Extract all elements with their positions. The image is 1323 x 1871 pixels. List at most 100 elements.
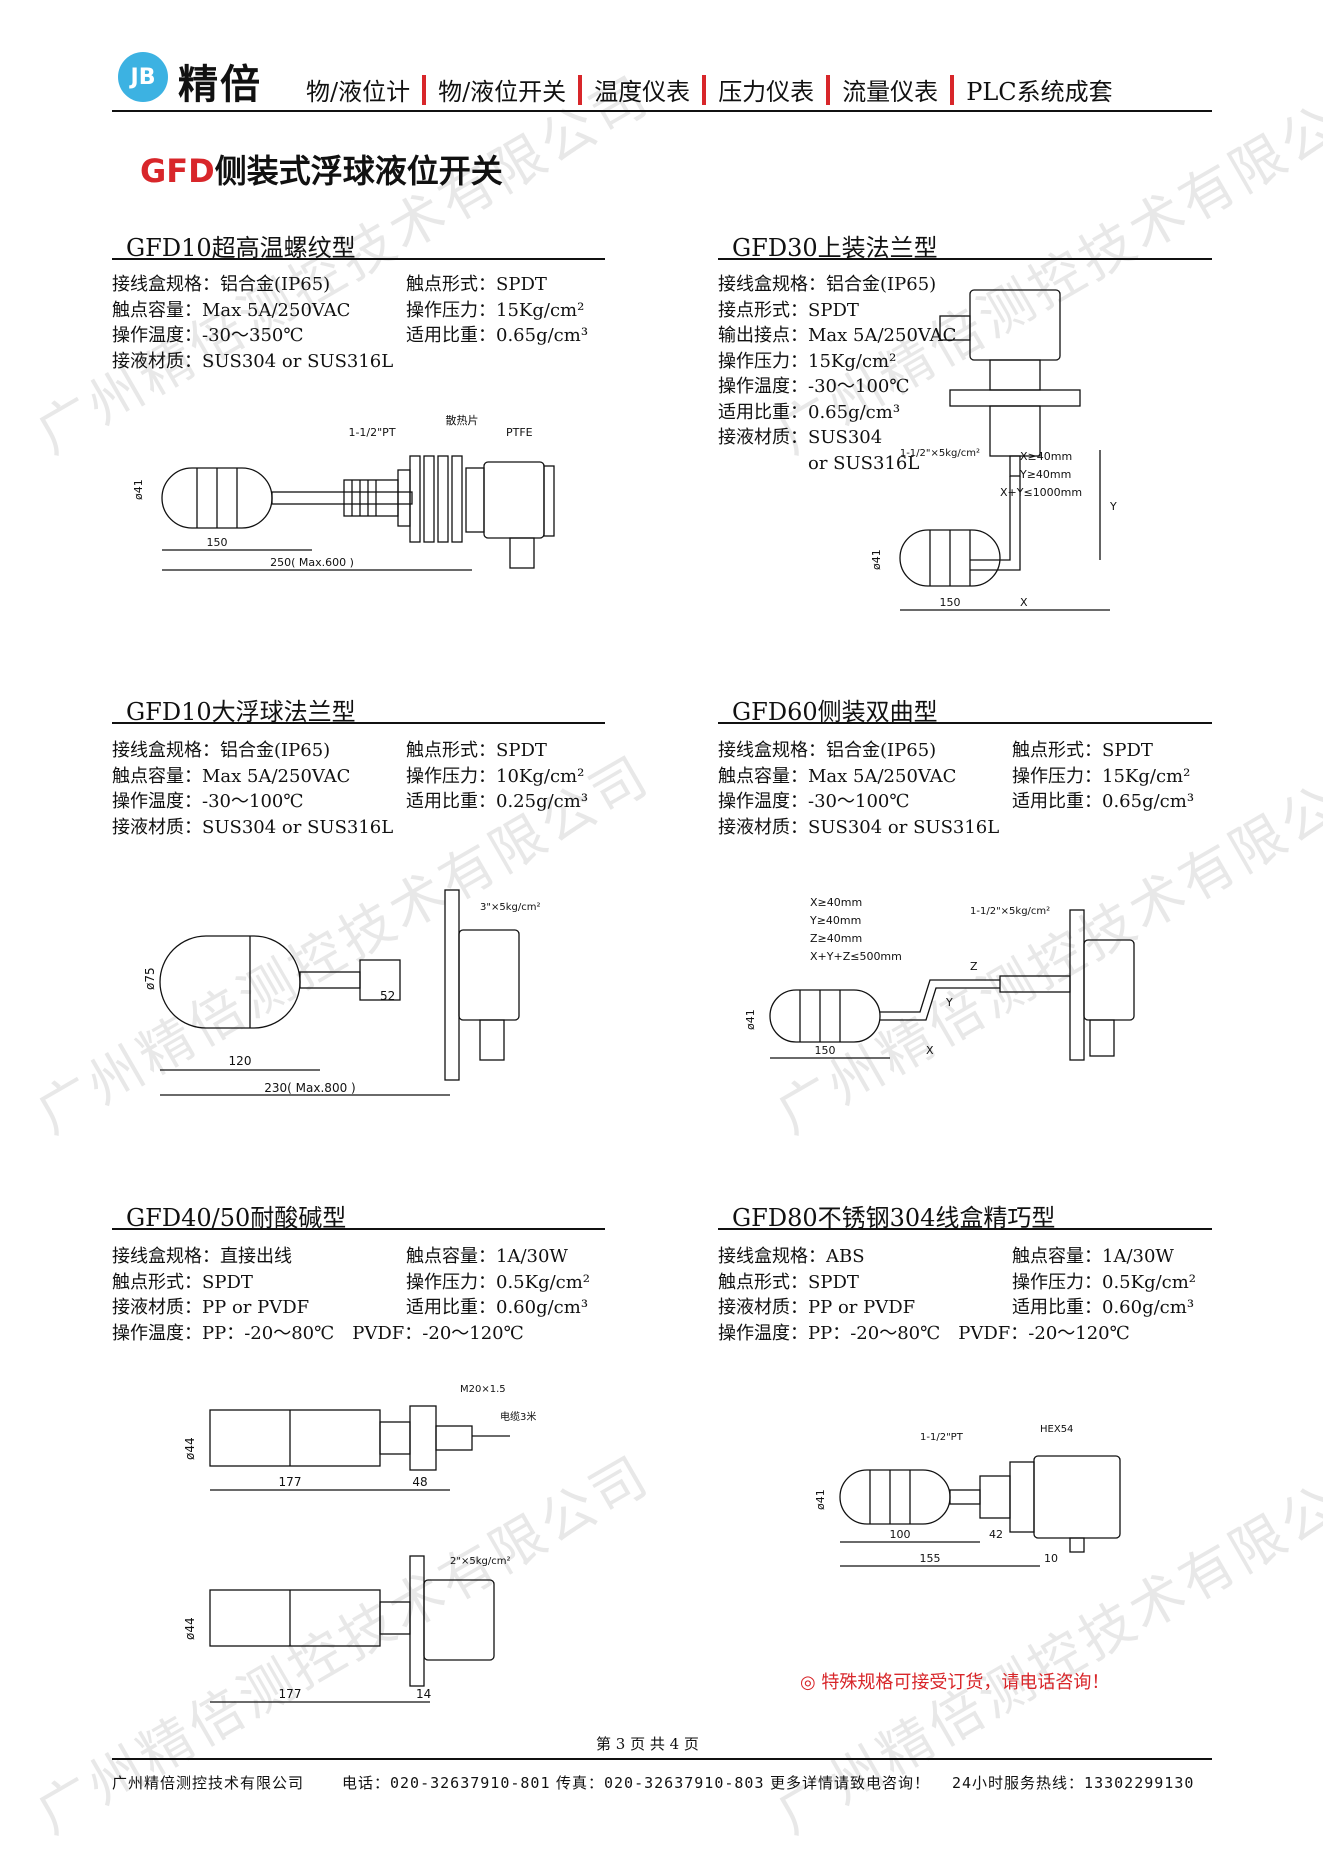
dim-label: ø41 <box>814 1489 827 1510</box>
float-rod <box>271 491 413 505</box>
page-title: GFD侧装式浮球液位开关 <box>140 146 503 192</box>
constraint-label: X+Y+Z≤500mm <box>810 950 902 963</box>
heat-sink-fin <box>409 455 421 543</box>
spec-row: 触点形式：SPDT <box>406 274 547 295</box>
nav-item: 压力仪表 <box>718 78 815 106</box>
spec-row: 操作温度：-30～100℃ <box>718 791 910 812</box>
spec-row: 接液材质：SUS304 or SUS316L <box>112 816 394 838</box>
nav-item: 温度仪表 <box>594 78 691 106</box>
spec-row: 适用比重：0.60g/cm³ <box>1012 1297 1195 1318</box>
page-title-prefix: GFD <box>140 152 215 190</box>
constraint-label: Y≥40mm <box>809 914 861 927</box>
callout-label: 1-1/2"PT <box>920 1432 964 1443</box>
dim-label: 52 <box>380 989 395 1003</box>
spec-row: 操作温度：PP：-20～80℃ PVDF：-20～120℃ <box>112 1322 524 1344</box>
dim-label: ø75 <box>143 967 157 990</box>
spec-row: 接线盒规格：铝合金(IP65) <box>112 274 331 295</box>
spec-list: 触点形式：SPDT 操作压力：10Kg/cm² 适用比重：0.25g/cm³ <box>406 738 588 815</box>
dim-label: X <box>1020 596 1028 609</box>
heat-sink-fin <box>423 455 435 543</box>
constraint-label: X+Y≤1000mm <box>1000 486 1082 499</box>
spec-row: 操作温度：-30～100℃ <box>718 376 910 397</box>
spec-row: 操作压力：15Kg/cm² <box>406 299 585 321</box>
callout-label: 2"×5kg/cm² <box>450 1556 510 1567</box>
cable-gland <box>1089 1019 1115 1057</box>
spec-row: 操作温度：-30～350℃ <box>112 325 304 346</box>
junction-box <box>969 289 1061 361</box>
spec-row: 触点形式：SPDT <box>406 740 547 761</box>
spec-row: 接液材质：PP or PVDF <box>718 1297 916 1318</box>
section-title: GFD10超高温螺纹型 <box>126 234 356 262</box>
dim-label: ø44 <box>183 1437 197 1460</box>
spec-row: 接线盒规格：铝合金(IP65) <box>112 740 331 761</box>
nav-separator <box>702 74 707 105</box>
spec-row: 触点容量：Max 5A/250VAC <box>112 765 351 787</box>
callout-label: 电缆3米 <box>500 1410 536 1423</box>
spec-list: 接线盒规格：铝合金(IP65) 触点容量：Max 5A/250VAC 操作温度：… <box>112 272 393 374</box>
cable-gland <box>509 537 535 569</box>
dim-label: X <box>926 1044 934 1057</box>
spec-row: 触点形式：SPDT <box>112 1271 253 1293</box>
spec-list: 接线盒规格：铝合金(IP65) 触点容量：Max 5A/250VAC 操作温度：… <box>718 738 999 840</box>
dim-label: 230( Max.800 ) <box>264 1081 355 1095</box>
dim-label: ø41 <box>870 549 883 570</box>
page-title-text: 侧装式浮球液位开关 <box>214 152 503 190</box>
callout-label: PTFE <box>506 426 533 439</box>
section-rule <box>112 258 605 260</box>
spec-list: 接线盒规格：铝合金(IP65) 触点容量：Max 5A/250VAC 操作温度：… <box>112 738 393 840</box>
nav-item: PLC系统成套 <box>966 78 1113 106</box>
spec-row: 接线盒规格：直接出线 <box>112 1246 292 1267</box>
dim-label: 10 <box>1044 1552 1058 1565</box>
nav-separator <box>422 74 427 105</box>
spec-row: 输出接点：Max 5A/250VAC <box>718 325 957 346</box>
junction-box <box>1033 1455 1121 1539</box>
cable-gland <box>939 315 971 341</box>
callout-label: 1-1/2"×5kg/cm² <box>970 906 1050 917</box>
heat-sink-fin <box>451 455 463 543</box>
spec-row: 操作压力：0.5Kg/cm² <box>1012 1271 1197 1293</box>
junction-box <box>423 1579 495 1661</box>
spec-list: 接线盒规格：直接出线 触点形式：SPDT 接液材质：PP or PVDF 操作温… <box>112 1244 524 1346</box>
page-number: 第 3 页 共 4 页 <box>596 1735 699 1753</box>
footer-fax: 传真：020-32637910-803 <box>556 1774 765 1792</box>
footer-company: 广州精倍测控技术有限公司 <box>112 1774 305 1792</box>
spec-row: 适用比重：0.65g/cm³ <box>1012 791 1195 812</box>
constraint-label: X≥40mm <box>810 896 862 909</box>
dim-label: Y <box>1109 500 1117 513</box>
dim-label: ø41 <box>744 1009 757 1030</box>
spec-list: 接线盒规格：ABS 触点形式：SPDT 接液材质：PP or PVDF 操作温度… <box>718 1244 1130 1346</box>
nav-item: 物/液位计 <box>306 78 411 106</box>
spec-list: 触点形式：SPDT 操作压力：15Kg/cm² 适用比重：0.65g/cm³ <box>1012 738 1194 815</box>
callout-label: 3"×5kg/cm² <box>480 902 540 913</box>
dim-label: 250( Max.600 ) <box>270 556 354 569</box>
spec-row: 触点形式：SPDT <box>1012 740 1153 761</box>
spec-row: 接线盒规格：ABS <box>718 1246 865 1267</box>
spec-row: or SUS316L <box>718 452 920 474</box>
dim-label: Z <box>970 960 978 973</box>
section-title: GFD40/50耐酸碱型 <box>126 1204 347 1232</box>
spec-list: 触点容量：1A/30W 操作压力：0.5Kg/cm² 适用比重：0.60g/cm… <box>1012 1244 1196 1321</box>
spec-row: 适用比重：0.60g/cm³ <box>406 1297 589 1318</box>
section-rule <box>718 722 1212 724</box>
spec-list: 触点形式：SPDT 操作压力：15Kg/cm² 适用比重：0.65g/cm³ <box>406 272 588 349</box>
spec-list: 触点容量：1A/30W 操作压力：0.5Kg/cm² 适用比重：0.60g/cm… <box>406 1244 590 1321</box>
dim-label: 177 <box>279 1475 302 1489</box>
drawing-gfd10-big-float: 120 230( Max.800 ) 52 ø75 3"×5kg/cm² <box>143 889 540 1096</box>
dim-label: 100 <box>890 1528 911 1541</box>
section-title: GFD60侧装双曲型 <box>732 698 938 726</box>
drawing-gfd40-acid-resistant: 177 48 ø44 M20×1.5 电缆3米 177 14 ø44 2"×5k… <box>183 1384 536 1703</box>
junction-box <box>458 929 520 1021</box>
callout-label: HEX54 <box>1040 1424 1073 1435</box>
spec-row: 操作压力：10Kg/cm² <box>406 765 585 787</box>
drawing-gfd10-thread: 150 250( Max.600 ) ø41 1-1/2"PT 散热片 PTFE <box>132 413 555 571</box>
spec-row: 触点容量：Max 5A/250VAC <box>112 299 351 321</box>
callout-label: 1-1/2"PT <box>348 426 395 439</box>
nav-item: 流量仪表 <box>842 78 939 106</box>
callout-label: 1-1/2"×5kg/cm² <box>900 448 980 459</box>
callout-label: M20×1.5 <box>460 1384 506 1395</box>
spec-row: 接线盒规格：铝合金(IP65) <box>718 740 937 761</box>
spec-row: 接液材质：PP or PVDF <box>112 1297 310 1318</box>
section-rule <box>718 258 1212 260</box>
nav-item: 物/液位开关 <box>438 78 567 106</box>
section-title: GFD10大浮球法兰型 <box>126 698 356 726</box>
